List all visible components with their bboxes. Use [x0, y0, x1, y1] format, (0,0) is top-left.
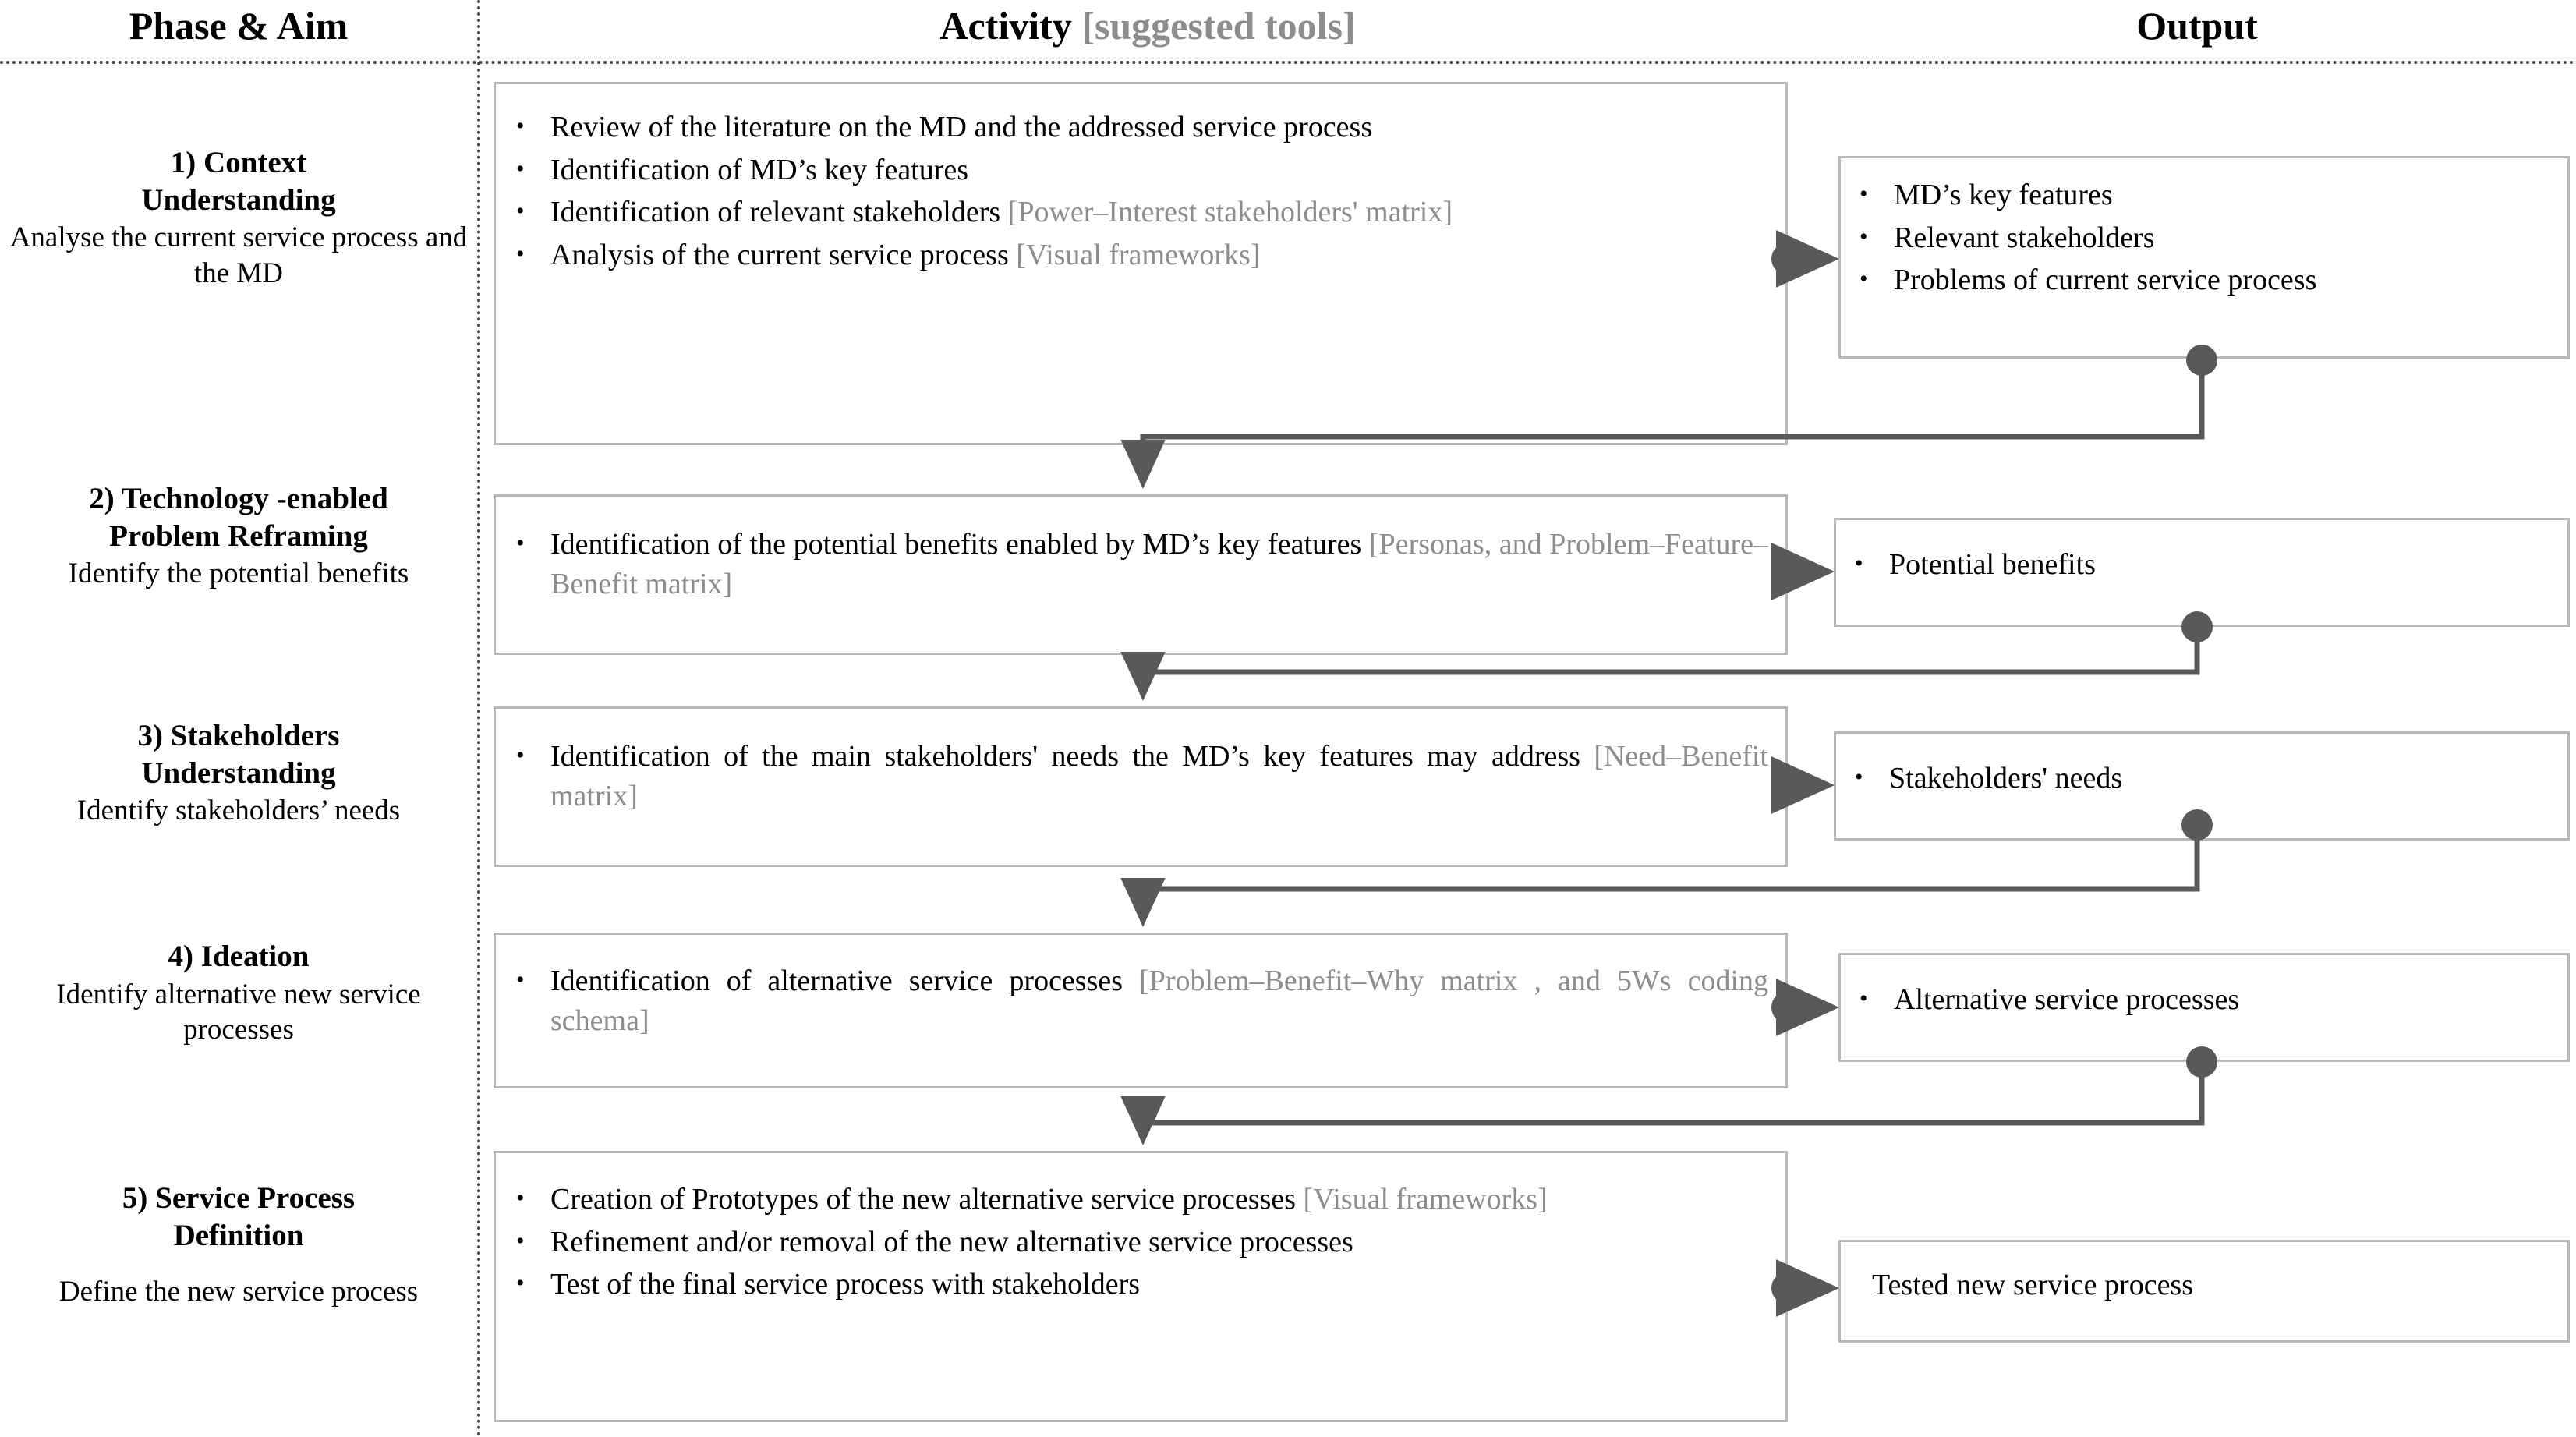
activity-item-tool: [Visual frameworks] [1016, 238, 1261, 271]
output-item: Alternative service processes [1849, 980, 2555, 1020]
output-box-1-body: MD’s key features Relevant stakeholders … [1841, 158, 2567, 317]
phase-title-5: 5) Service Process Definition [122, 1181, 356, 1252]
activity-box-5-body: Creation of Prototypes of the new altern… [496, 1153, 1785, 1323]
activity-item: Identification of alternative service pr… [505, 961, 1768, 1040]
output-item-text: Relevant stakeholders [1894, 221, 2155, 254]
activity-box-2-body: Identification of the potential benefits… [496, 497, 1785, 622]
activity-box-3-body: Identification of the main stakeholders'… [496, 709, 1785, 834]
activity-item-text: Analysis of the current service process [550, 238, 1017, 271]
phase-cell-4: 4) Ideation Identify alternative new ser… [8, 938, 469, 1048]
output-list-1: MD’s key features Relevant stakeholders … [1849, 175, 2555, 300]
activity-item-text: Test of the final service process with s… [550, 1268, 1141, 1301]
activity-box-5[interactable]: Creation of Prototypes of the new altern… [494, 1151, 1788, 1422]
activity-item-tool: [Personas, and Problem–Feature–Benefit m… [550, 528, 1768, 600]
activity-item: Test of the final service process with s… [505, 1265, 1768, 1304]
column-header-activity-tools-note: [suggested tools] [1081, 4, 1356, 48]
phase-aim-1: Analyse the current service process and … [9, 221, 468, 290]
phase-title-2: 2) Technology -enabled Problem Reframing [89, 482, 388, 553]
column-header-phase-label: Phase & Aim [129, 4, 349, 48]
column-header-output: Output [1818, 5, 2576, 48]
phase-aim-4: Identify alternative new service process… [56, 978, 421, 1046]
activity-item: Review of the literature on the MD and t… [505, 108, 1768, 147]
column-header-phase: Phase & Aim [0, 5, 477, 48]
output-item: Stakeholders' needs [1844, 759, 2555, 798]
activity-list-2: Identification of the potential benefits… [505, 525, 1768, 603]
activity-item-tool: [Problem–Benefit–Why matrix , and 5Ws co… [550, 964, 1769, 1037]
output-item-text: Tested new service process [1872, 1269, 2194, 1301]
output-list-4: Alternative service processes [1849, 980, 2555, 1020]
output-item: MD’s key features [1849, 175, 2555, 215]
phase-column-divider-rule [477, 0, 480, 1437]
output-box-5[interactable]: Tested new service process [1838, 1240, 2570, 1343]
output-box-3[interactable]: Stakeholders' needs [1834, 731, 2570, 841]
output-item-text: Potential benefits [1889, 548, 2096, 581]
output-box-5-body: Tested new service process [1841, 1242, 2567, 1319]
phase-cell-5: 5) Service Process Definition Define the… [8, 1180, 469, 1310]
phase-aim-2: Identify the potential benefits [68, 557, 409, 590]
output-item: Relevant stakeholders [1849, 218, 2555, 258]
activity-item-text: Identification of the potential benefits… [550, 528, 1369, 561]
activity-item: Analysis of the current service process … [505, 235, 1768, 275]
activity-box-1[interactable]: Review of the literature on the MD and t… [494, 82, 1788, 445]
phase-cell-1: 1) Context Understanding Analyse the cur… [8, 144, 469, 292]
activity-box-1-body: Review of the literature on the MD and t… [496, 84, 1785, 293]
activity-item: Identification of the potential benefits… [505, 525, 1768, 603]
activity-item: Refinement and/or removal of the new alt… [505, 1223, 1768, 1262]
activity-item: Identification of MD’s key features [505, 150, 1768, 190]
output-item-text: MD’s key features [1894, 179, 2113, 211]
output-list-2: Potential benefits [1844, 545, 2555, 585]
output-item-text: Alternative service processes [1894, 983, 2240, 1016]
activity-item-text: Refinement and/or removal of the new alt… [550, 1225, 1353, 1258]
activity-item: Creation of Prototypes of the new altern… [505, 1180, 1768, 1219]
output-item: Problems of current service process [1849, 260, 2555, 300]
activity-item-text: Identification of the main stakeholders'… [550, 740, 1594, 773]
activity-item: Identification of relevant stakeholders … [505, 193, 1768, 232]
activity-item-text: Review of the literature on the MD and t… [550, 111, 1373, 143]
output-item-text: Stakeholders' needs [1889, 762, 2123, 795]
output-box-3-body: Stakeholders' needs [1836, 734, 2567, 816]
activity-box-4[interactable]: Identification of alternative service pr… [494, 933, 1788, 1088]
output-list-3: Stakeholders' needs [1844, 759, 2555, 798]
output-box-4-body: Alternative service processes [1841, 955, 2567, 1037]
activity-item-text: Identification of relevant stakeholders [550, 196, 1008, 229]
phase-title-1: 1) Context Understanding [141, 146, 336, 217]
activity-item-tool: [Visual frameworks] [1303, 1183, 1548, 1216]
column-header-activity: Activity [suggested tools] [477, 5, 1818, 48]
column-header-output-label: Output [2136, 4, 2258, 48]
phase-cell-2: 2) Technology -enabled Problem Reframing… [8, 480, 469, 592]
activity-list-3: Identification of the main stakeholders'… [505, 737, 1768, 816]
activity-item-tool: [Power–Interest stakeholders' matrix] [1007, 196, 1453, 229]
phase-title-3: 3) Stakeholders Understanding [137, 719, 340, 790]
activity-list-1: Review of the literature on the MD and t… [505, 108, 1768, 274]
activity-box-2[interactable]: Identification of the potential benefits… [494, 494, 1788, 655]
header-divider-rule [0, 61, 2576, 64]
activity-item: Identification of the main stakeholders'… [505, 737, 1768, 816]
activity-item-text: Creation of Prototypes of the new altern… [550, 1183, 1304, 1216]
activity-list-5: Creation of Prototypes of the new altern… [505, 1180, 1768, 1304]
phase-aim-5: Define the new service process [58, 1276, 419, 1308]
output-box-2[interactable]: Potential benefits [1834, 518, 2570, 627]
column-header-activity-label: Activity [939, 4, 1072, 48]
phase-title-4: 4) Ideation [168, 940, 310, 973]
output-item: Potential benefits [1844, 545, 2555, 585]
output-item-text: Problems of current service process [1894, 264, 2317, 297]
activity-list-4: Identification of alternative service pr… [505, 961, 1768, 1040]
activity-item-tool: [Need–Benefit matrix] [550, 740, 1768, 812]
output-box-2-body: Potential benefits [1836, 520, 2567, 602]
output-box-4[interactable]: Alternative service processes [1838, 953, 2570, 1062]
activity-box-3[interactable]: Identification of the main stakeholders'… [494, 706, 1788, 867]
activity-item-text: Identification of alternative service pr… [550, 964, 1140, 997]
output-box-1[interactable]: MD’s key features Relevant stakeholders … [1838, 156, 2570, 359]
activity-item-text: Identification of MD’s key features [550, 153, 969, 186]
activity-box-4-body: Identification of alternative service pr… [496, 935, 1785, 1059]
phase-aim-3: Identify stakeholders’ needs [76, 795, 401, 827]
phase-cell-3: 3) Stakeholders Understanding Identify s… [8, 717, 469, 829]
